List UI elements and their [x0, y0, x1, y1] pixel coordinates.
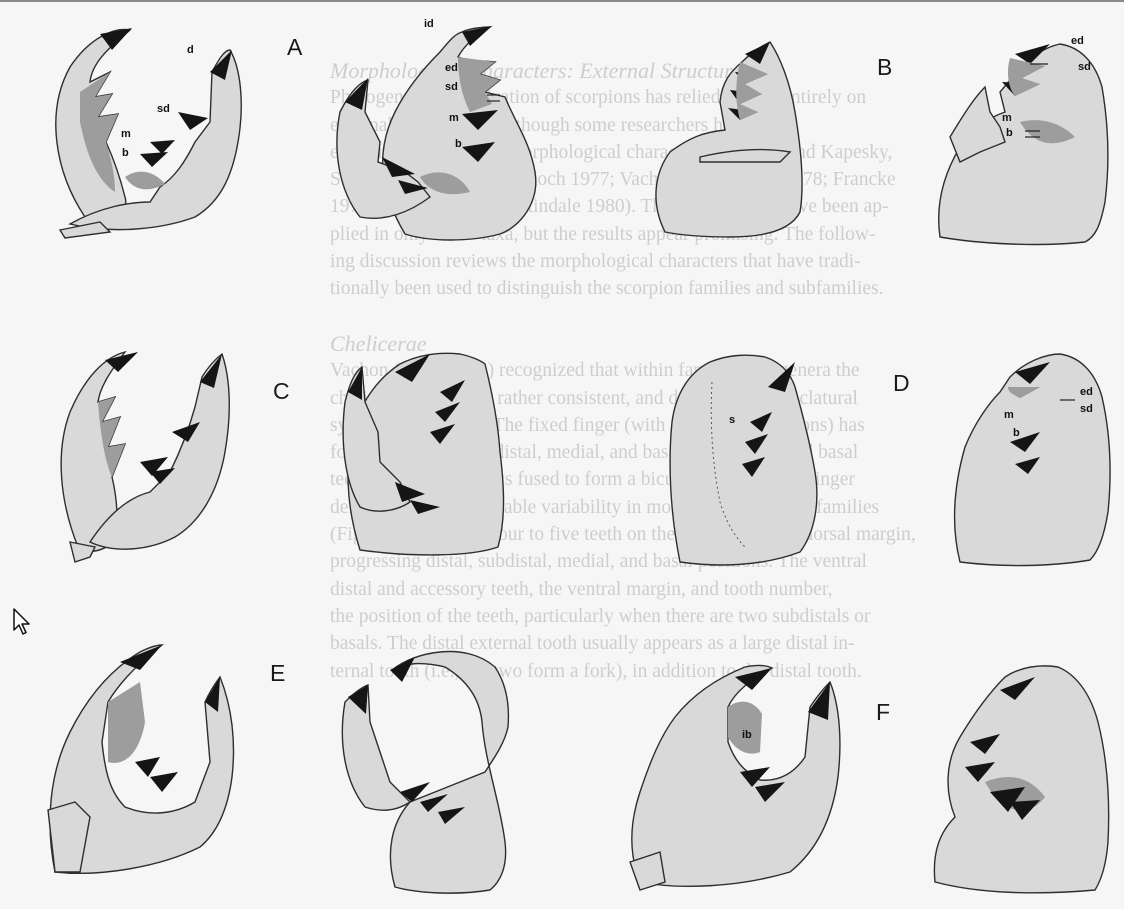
label-d-subdistal: sd	[1080, 404, 1093, 415]
claw-a-right	[337, 26, 536, 240]
label-f-internal-basal: ib	[742, 730, 752, 741]
label-a-distal: d	[187, 45, 194, 56]
label-a2-subdistal: sd	[445, 82, 458, 93]
label-b-subdistal: sd	[1078, 62, 1091, 73]
label-a-basal: b	[122, 148, 129, 159]
label-a2-external-distal: ed	[445, 63, 458, 74]
claw-f-left	[630, 665, 840, 890]
label-b-external-distal: ed	[1071, 36, 1084, 47]
claw-c-left	[61, 352, 229, 562]
label-a-subdistal: sd	[157, 104, 170, 115]
claw-d-left	[670, 355, 817, 565]
label-d-medial: m	[1004, 410, 1014, 421]
label-d-serrula: s	[729, 415, 735, 426]
claw-b-left	[656, 42, 802, 237]
label-a-medial: m	[121, 129, 131, 140]
panel-letter-a: A	[287, 34, 302, 61]
panel-letter-e: E	[270, 660, 285, 687]
label-d-external-distal: ed	[1080, 387, 1093, 398]
panel-letter-c: C	[273, 378, 290, 405]
label-b-medial: m	[1002, 113, 1012, 124]
label-a2-medial: m	[449, 113, 459, 124]
claw-e-left	[48, 645, 234, 873]
panel-letter-b: B	[877, 54, 892, 81]
claw-f-right	[934, 666, 1108, 893]
claw-a-left	[56, 28, 241, 238]
claw-e-right	[342, 652, 508, 894]
panel-letter-d: D	[893, 370, 910, 397]
panel-letter-f: F	[876, 699, 890, 726]
label-b-basal: b	[1006, 128, 1013, 139]
claw-c-right	[343, 353, 503, 555]
claw-b-right	[939, 44, 1108, 244]
label-d-basal: b	[1013, 428, 1020, 439]
mouse-pointer-icon	[12, 608, 32, 636]
label-a2-basal: b	[455, 139, 462, 150]
label-a2-internal-distal: id	[424, 19, 434, 30]
